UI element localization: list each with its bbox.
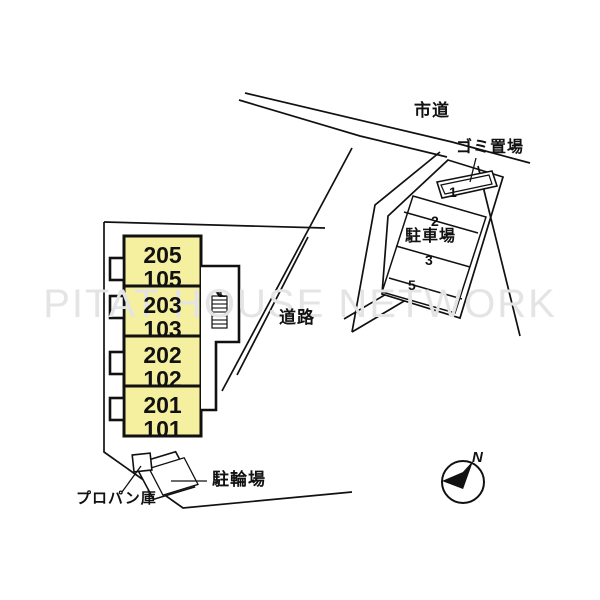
unit-upper-number: 203 (143, 292, 182, 318)
corridor-structure (201, 264, 241, 412)
parking-stall-dividers (388, 211, 479, 300)
apartment-building (122, 234, 203, 438)
bicycle-parking-label: 駐輪場 (212, 470, 266, 490)
stairs-icon (211, 290, 228, 329)
bottom-leader-lines (121, 465, 207, 493)
parking-space-number-3: 3 (425, 252, 433, 268)
city-road-lines (238, 92, 531, 164)
unit-upper-number: 201 (143, 392, 182, 418)
unit-label-202-102: 202 102 (124, 343, 201, 391)
unit-upper-number: 205 (143, 242, 182, 268)
compass-rose (441, 460, 485, 504)
unit-lower-number: 102 (143, 366, 182, 393)
parking-lot-label: 駐車場 (405, 226, 457, 245)
parking-space-number-5: 5 (408, 277, 416, 293)
road-label: 道路 (279, 308, 315, 328)
compass-north-label: N (472, 449, 483, 466)
city-road-label: 市道 (414, 101, 450, 121)
unit-lower-number: 103 (143, 316, 182, 343)
parking-space-number-1: 1 (449, 184, 457, 200)
unit-lower-number: 101 (143, 416, 182, 443)
garbage-area-label: ゴミ置場 (456, 137, 525, 156)
garbage-leader-line (469, 157, 477, 183)
propane-storage-label: プロパン庫 (76, 489, 157, 507)
unit-label-205-105: 205 105 (124, 243, 201, 291)
unit-upper-number: 202 (143, 342, 182, 368)
unit-label-201-101: 201 101 (124, 393, 201, 441)
garbage-enclosure (435, 170, 499, 199)
parking-parcel-boundary (351, 151, 521, 337)
entrance-protrusions (108, 256, 126, 422)
unit-lower-number: 105 (143, 266, 182, 293)
parking-stall-block (381, 195, 487, 314)
propane-storage-shape (131, 452, 153, 473)
parking-space-number-2: 2 (431, 213, 439, 229)
unit-label-203-103: 203 103 (124, 293, 201, 341)
